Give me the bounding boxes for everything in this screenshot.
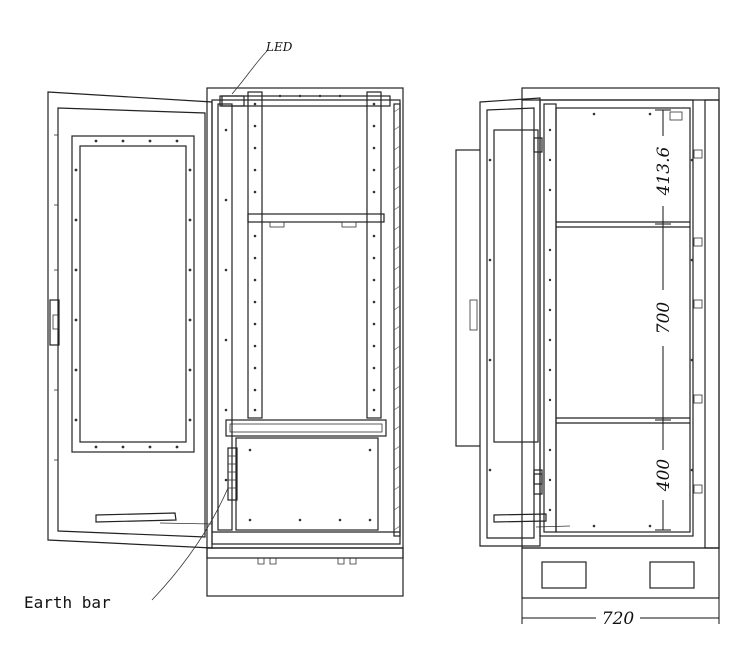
front-view-open-door: LED Earth bar bbox=[24, 40, 404, 612]
open-door bbox=[47, 91, 213, 549]
led-label: LED bbox=[265, 40, 293, 54]
dimension-720: 720 bbox=[602, 609, 635, 629]
cabinet-body bbox=[206, 87, 404, 597]
earth-bar-label: Earth bar bbox=[24, 593, 111, 612]
vertical-dimension-line bbox=[655, 109, 671, 531]
horizontal-dimension-line bbox=[521, 598, 720, 624]
led-callout: LED bbox=[231, 40, 293, 95]
side-view-dimensioned: 413.6 700 400 720 bbox=[455, 87, 720, 629]
earth-bar-component bbox=[227, 447, 238, 501]
dimension-413-6: 413.6 bbox=[654, 146, 674, 196]
dimension-700: 700 bbox=[654, 302, 674, 335]
dimension-400: 400 bbox=[654, 459, 674, 493]
earth-bar-callout: Earth bar bbox=[24, 487, 229, 612]
